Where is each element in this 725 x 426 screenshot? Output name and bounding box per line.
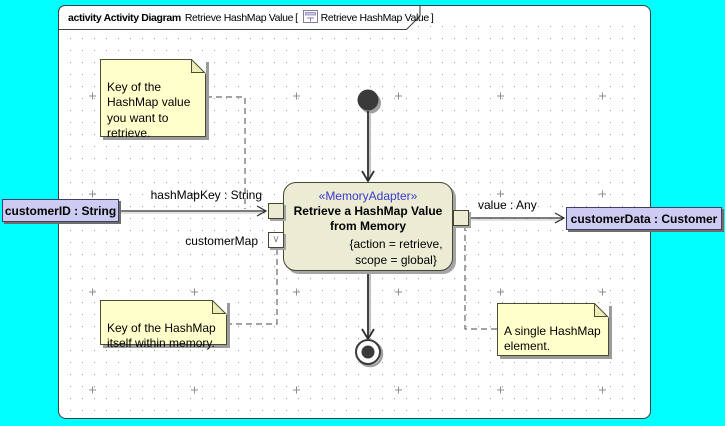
frame-heading[interactable] [58,5,423,31]
label-customermap[interactable]: customerMap [185,234,258,248]
action-tagged-values: {action = retrieve, scope = global} [349,237,443,267]
action-name: Retrieve a HashMap Value from Memory [293,204,443,233]
heading-diagram-name: Retrieve HashMap Value [184,12,294,24]
heading-diagram-kind: activity Activity Diagram [68,12,181,24]
label-hashmapkey[interactable]: hashMapKey : String [150,188,262,202]
output-pin-value[interactable] [453,210,469,226]
note-anchor-bottom-left[interactable] [226,249,278,325]
arrowhead [256,205,268,217]
note-fold-corner [191,59,206,74]
note-single-hashmap-element[interactable]: A single HashMap element. [497,303,609,356]
initial-node[interactable] [357,89,379,111]
note-text: A single HashMap element. [504,323,601,354]
note-hashmap-key-in-memory[interactable]: Key of the HashMap itself within memory. [100,300,227,350]
arrowhead [361,170,375,183]
pin-chevron-icon: ∨ [272,234,280,245]
note-fold-corner [594,303,609,318]
note-anchor-bottom-right[interactable] [464,227,497,330]
note-hashmap-value-key[interactable]: Key of the HashMap value you want to ret… [100,59,206,140]
frame-heading-text: activity Activity Diagram Retrieve HashM… [68,10,435,26]
heading-bracket-close: ] [430,12,434,24]
note-anchor-top-left[interactable] [206,96,246,209]
parameter-customerid[interactable]: customerID : String [2,199,119,222]
action-stereotype: «MemoryAdapter» [318,189,418,203]
final-node-core [361,345,375,359]
activity-diagram-icon [302,10,318,26]
input-pin-hashmapkey[interactable] [268,203,284,219]
heading-bracket-open: [ [295,12,298,24]
input-pin-customermap[interactable]: ∨ [268,232,284,248]
heading-ref-name: Retrieve HashMap Value [320,12,430,24]
note-text: Key of the HashMap value you want to ret… [107,79,191,141]
note-text: Key of the HashMap itself within memory. [107,320,216,351]
parameter-customerdata[interactable]: customerData : Customer [566,207,722,230]
arrowhead [554,212,566,224]
action-retrieve-hashmap-value[interactable]: «MemoryAdapter» Retrieve a HashMap Value… [283,182,453,271]
label-value[interactable]: value : Any [478,198,537,212]
note-fold-corner [212,300,227,315]
